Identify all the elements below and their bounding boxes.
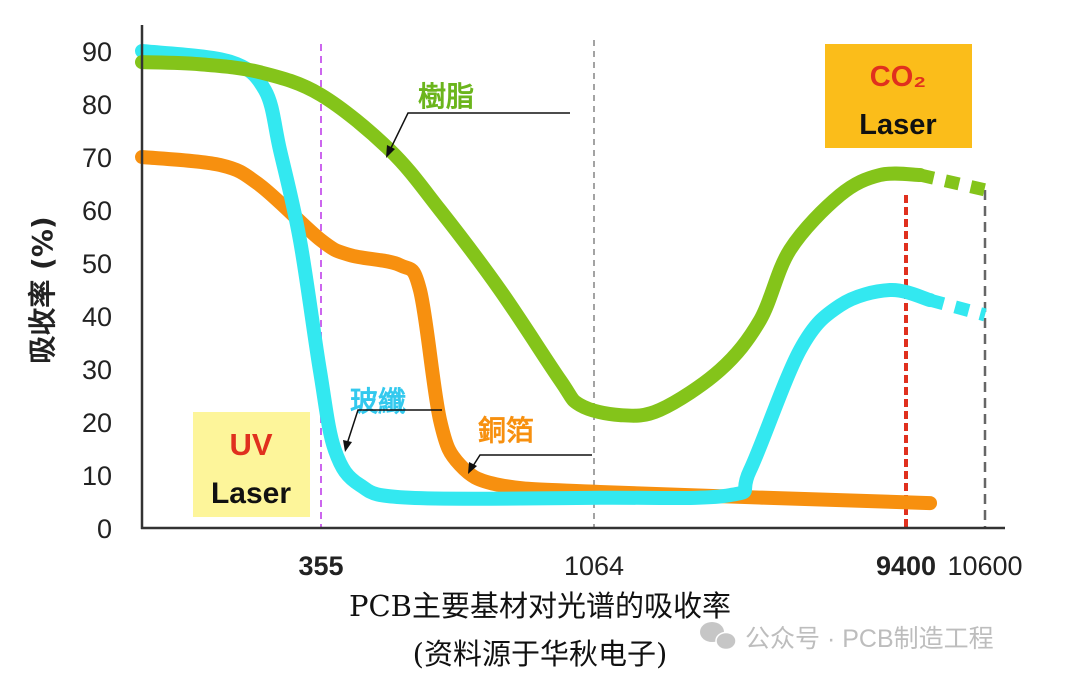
y-tick-label-20: 20	[82, 408, 112, 438]
series-dashed-extension-1	[928, 293, 987, 322]
x-tick-label-10600: 10600	[947, 551, 1022, 581]
glass-label-group: 玻纖	[343, 385, 442, 452]
series-label-glass: 玻纖	[350, 385, 406, 418]
series-line-0	[135, 55, 928, 423]
x-tick-label-9400: 9400	[876, 551, 936, 581]
chart-title: PCB主要基材对光谱的吸收率	[349, 589, 731, 623]
y-axis-label: 吸收率 (%)	[26, 216, 59, 363]
uv-label: UV	[229, 427, 272, 462]
co2-label: CO₂	[870, 61, 926, 93]
y-tick-label-90: 90	[82, 37, 112, 67]
copper-arrow-icon	[468, 462, 477, 474]
series-label-resin: 樹脂	[418, 80, 474, 113]
resin-label-group: 樹脂	[386, 80, 570, 158]
y-tick-label-30: 30	[82, 355, 112, 385]
wechat-icon	[700, 622, 737, 651]
series-line-1	[135, 44, 938, 506]
co2-laser-box	[825, 44, 972, 148]
y-tick-label-80: 80	[82, 90, 112, 120]
y-tick-label-60: 60	[82, 196, 112, 226]
watermark-text: 公众号 · PCB制造工程	[745, 625, 994, 653]
uv-laser-box	[193, 412, 310, 517]
uv-laser-label: Laser	[211, 477, 291, 510]
y-tick-label-50: 50	[82, 249, 112, 279]
glass-leader-line	[346, 409, 442, 445]
resin-arrow-icon	[386, 145, 395, 158]
y-tick-label-0: 0	[97, 514, 112, 544]
y-tick-label-70: 70	[82, 143, 112, 173]
chart-subtitle: (资料源于华秋电子)	[413, 637, 668, 671]
x-tick-label-1064: 1064	[564, 551, 624, 581]
glass-arrow-icon	[343, 440, 352, 452]
watermark: 公众号 · PCB制造工程	[700, 622, 994, 653]
co2-laser-label: Laser	[859, 109, 936, 141]
series-dashed-extension-0	[918, 168, 987, 197]
y-tick-label-10: 10	[82, 461, 112, 491]
series-label-copper: 銅箔	[478, 414, 534, 447]
y-tick-label-40: 40	[82, 302, 112, 332]
copper-leader-line	[472, 454, 592, 467]
x-tick-label-355: 355	[298, 551, 343, 581]
copper-label-group: 銅箔	[468, 414, 592, 474]
resin-leader-line	[389, 112, 570, 151]
